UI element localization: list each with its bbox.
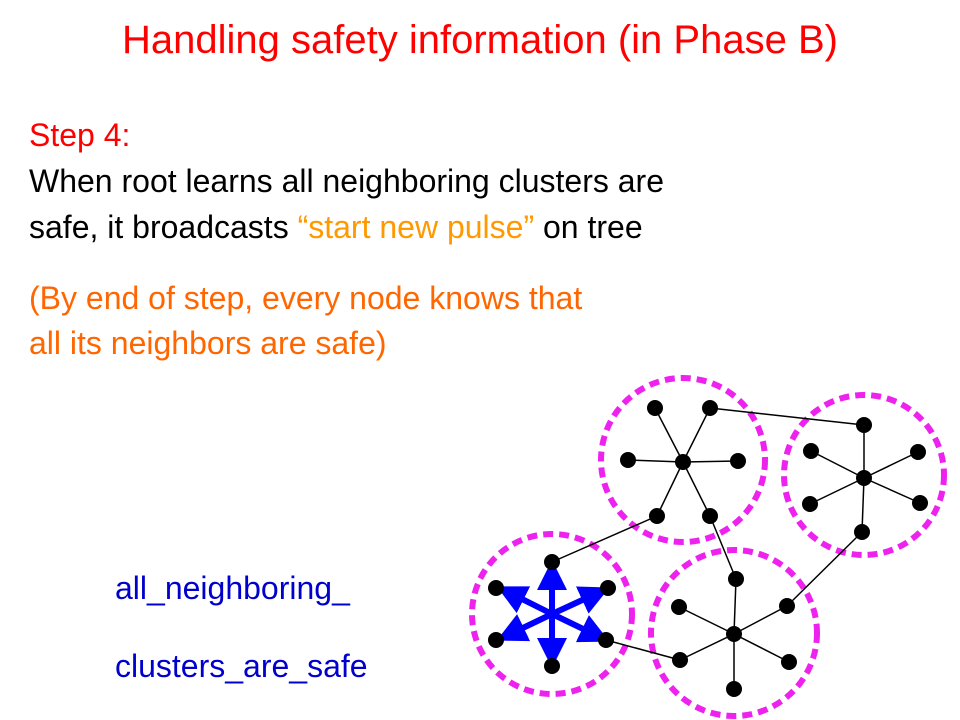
- step-description: Step 4: When root learns all neighboring…: [29, 112, 664, 250]
- cluster-boundary-root: [469, 531, 635, 697]
- node: [912, 495, 928, 511]
- node: [781, 654, 797, 670]
- node: [702, 508, 718, 524]
- note-line-2: all its neighbors are safe): [29, 325, 387, 361]
- node: [544, 658, 560, 674]
- start-new-pulse-message: “start new pulse”: [297, 209, 535, 245]
- inter-cluster-edges: [551, 407, 865, 661]
- node: [730, 453, 746, 469]
- node: [702, 400, 718, 416]
- cluster-bottom-root-node: [726, 626, 742, 642]
- node: [728, 571, 744, 587]
- arrow-down-right: [550, 611, 610, 643]
- node: [544, 554, 560, 570]
- cluster-boundary-top: [598, 375, 768, 545]
- node: [672, 652, 688, 668]
- node: [910, 444, 926, 460]
- cluster-right-root-node: [856, 470, 872, 486]
- node: [649, 508, 665, 524]
- node: [779, 598, 795, 614]
- node: [488, 580, 504, 596]
- node: [598, 632, 614, 648]
- node: [488, 632, 504, 648]
- broadcast-arrows: [496, 560, 610, 668]
- node: [854, 524, 870, 540]
- node: [856, 417, 872, 433]
- cluster-boundaries: [469, 375, 947, 719]
- node: [671, 599, 687, 615]
- arrow-up-left: [496, 586, 554, 617]
- tree-edges: [627, 407, 921, 689]
- arrow-down-left: [496, 611, 554, 642]
- cluster-boundary-bottom: [648, 547, 820, 719]
- node: [600, 580, 616, 596]
- arrow-up-right: [550, 586, 610, 617]
- variable-line-1: all_neighboring_: [115, 570, 350, 606]
- variable-line-2: clusters_are_safe: [115, 648, 368, 684]
- step-note: (By end of step, every node knows that a…: [29, 276, 582, 366]
- step-line-2-start: safe, it broadcasts: [29, 209, 298, 245]
- node: [803, 443, 819, 459]
- node: [802, 496, 818, 512]
- cluster-top-root-node: [675, 454, 691, 470]
- variable-name: all_neighboring_ clusters_are_safe: [115, 549, 368, 705]
- node: [620, 452, 636, 468]
- step-line-1: When root learns all neighboring cluster…: [29, 163, 664, 199]
- step-line-2-end: on tree: [534, 209, 643, 245]
- step-line-2: safe, it broadcasts “start new pulse” on…: [29, 204, 664, 250]
- slide-title: Handling safety information (in Phase B): [122, 18, 838, 62]
- step-label: Step 4:: [29, 117, 131, 153]
- cluster-boundary-right: [781, 392, 947, 558]
- nodes: [488, 400, 928, 697]
- note-line-1: (By end of step, every node knows that: [29, 280, 583, 316]
- node: [726, 681, 742, 697]
- node: [647, 400, 663, 416]
